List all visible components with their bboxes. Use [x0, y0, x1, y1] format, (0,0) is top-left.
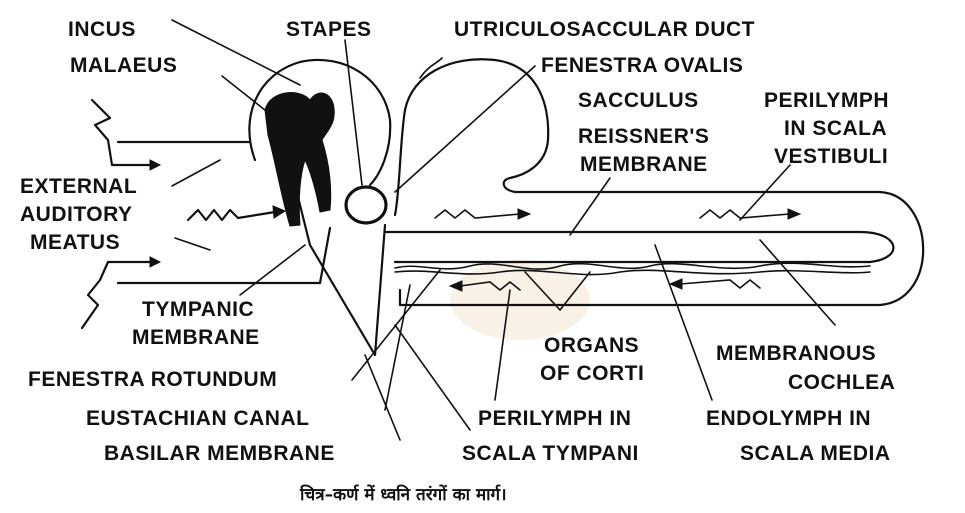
eardrum-lower: [318, 226, 332, 285]
utriculo-duct-mark: [419, 57, 443, 79]
tympani-wave-1: [459, 280, 521, 292]
leader-membranous: [759, 239, 836, 326]
vestibuli-wave-1: [434, 208, 521, 220]
wave-arrowhead-top: [149, 159, 162, 171]
leader-organs-a: [524, 271, 561, 311]
stapes-shape: [344, 185, 388, 225]
label-membranous-2: COCHLEA: [788, 371, 895, 394]
label-reissners-2: MEMBRANE: [580, 153, 708, 176]
label-stapes: STAPES: [286, 18, 371, 41]
leader-fenestra-ovalis: [394, 65, 536, 193]
label-external-1: EXTERNAL: [20, 175, 137, 198]
label-tympanic-1: TYMPANIC: [142, 298, 254, 321]
label-perilymph-vestibuli-3: VESTIBULI: [774, 145, 888, 168]
label-malaeus: MALAEUS: [70, 54, 177, 77]
label-organs-1: ORGANS: [544, 334, 639, 357]
leader-malaeus: [221, 75, 276, 119]
label-endolymph-2: SCALA MEDIA: [740, 442, 891, 465]
leader-organs-b: [559, 271, 591, 311]
reissner-membrane-line: [383, 230, 895, 264]
wave-arrowhead-bottom: [149, 256, 162, 268]
watermark: [450, 260, 590, 340]
label-perilymph-tympani-1: PERILYMPH IN: [478, 407, 631, 430]
tympani-head-2: [668, 278, 683, 290]
label-endolymph-1: ENDOLYMPH IN: [706, 407, 871, 430]
label-fenestra-rotundum: FENESTRA ROTUNDUM: [28, 368, 277, 391]
label-reissners-1: REISSNER'S: [578, 125, 709, 148]
tympani-wave-2: [679, 278, 761, 290]
label-membranous-1: MEMBRANOUS: [716, 342, 876, 365]
ossicle-chamber: [248, 58, 392, 187]
leader-stapes: [344, 39, 363, 186]
label-incus: INCUS: [68, 18, 136, 41]
label-organs-2: OF CORTI: [540, 362, 644, 385]
vestibuli-wave-2: [699, 208, 791, 220]
label-external-2: AUDITORY: [20, 203, 133, 226]
tympanic-wedge: [288, 163, 387, 357]
figure-caption: चित्र–कर्ण में ध्वनि तरंगों का मार्ग।: [299, 484, 507, 505]
label-sacculus: SACCULUS: [578, 89, 699, 112]
label-utriculosaccular-duct: UTRICULOSACCULAR DUCT: [454, 18, 755, 41]
tympani-head-1: [448, 280, 463, 292]
leader-tympanic: [239, 244, 306, 296]
wave-arrow-top: [90, 98, 152, 167]
leader-external: [171, 159, 221, 187]
leader-perilymph-tympani: [494, 289, 511, 401]
vestibuli-head-2: [787, 208, 802, 220]
basilar-wavy-2: [394, 269, 871, 276]
malleus-shape: [264, 92, 335, 227]
vestibuli-head-1: [517, 208, 532, 220]
leader-incus: [171, 19, 301, 86]
anatomy-drawing: [80, 19, 925, 441]
label-basilar-membrane: BASILAR MEMBRANE: [104, 442, 335, 465]
label-fenestra-ovalis: FENESTRA OVALIS: [541, 54, 743, 77]
wave-arrowhead-mid: [272, 205, 287, 219]
label-external-3: MEATUS: [30, 231, 120, 254]
leader-eustachian: [384, 284, 411, 411]
leader-fenestra-rotundum: [351, 269, 441, 381]
label-perilymph-vestibuli-2: IN SCALA: [784, 117, 887, 140]
basilar-wavy: [394, 262, 871, 270]
wave-arrow-bottom: [80, 260, 152, 330]
leader-reissner: [569, 177, 611, 236]
leader-basilar: [364, 354, 401, 441]
leader-meatus: [174, 237, 211, 251]
wave-arrow-mid: [186, 208, 277, 222]
cochlea-outer: [398, 190, 925, 307]
label-perilymph-vestibuli-1: PERILYMPH: [764, 89, 889, 112]
leader-perilymph-vestibuli: [739, 164, 791, 221]
label-eustachian-canal: EUSTACHIAN CANAL: [86, 407, 309, 430]
leader-endolymph: [654, 244, 713, 401]
sacculus-outline: [393, 58, 882, 217]
leader-tympani: [394, 324, 471, 431]
label-perilymph-tympani-2: SCALA TYMPANI: [462, 442, 639, 465]
label-tympanic-2: MEMBRANE: [132, 326, 260, 349]
